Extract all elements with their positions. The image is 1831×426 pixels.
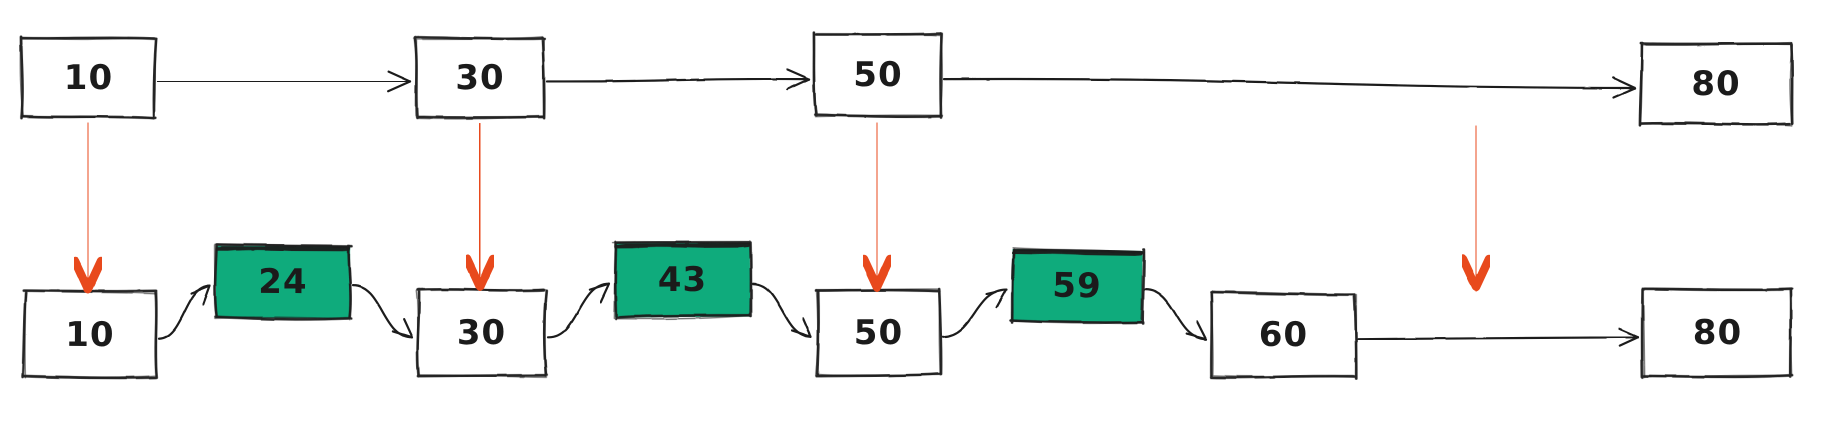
down-arrow-t1-to-b1: [70, 122, 106, 294]
forward-arrow-t2-to-t3: [545, 68, 811, 91]
down-arrow-t3-to-b3: [859, 122, 895, 292]
node-b7-60[interactable]: [1212, 293, 1355, 377]
forward-arrow-b1-to-b2: [157, 284, 212, 340]
node-box-highlighted: [612, 240, 753, 320]
node-box-highlighted: [1009, 247, 1146, 325]
forward-arrow-t1-to-t2: [156, 70, 412, 93]
node-t3-50[interactable]: [815, 34, 941, 116]
node-b3-30[interactable]: [418, 290, 545, 376]
forward-link-arrows: [156, 68, 1640, 347]
node-shapes: [19, 31, 1794, 380]
forward-arrow-b3-to-b4: [546, 282, 611, 339]
forward-arrow-b4-to-b5: [751, 282, 813, 338]
node-box-highlighted: [213, 243, 353, 321]
down-link-arrows: [70, 122, 1494, 294]
node-box: [19, 35, 158, 120]
node-box: [1640, 287, 1794, 379]
node-box: [1638, 41, 1794, 127]
down-arrow-t4-to-b4: [1458, 125, 1494, 292]
node-box: [1209, 290, 1358, 380]
node-b1-10[interactable]: [24, 292, 156, 377]
node-b2-24[interactable]: [216, 246, 350, 318]
node-t2-30[interactable]: [416, 38, 544, 117]
node-b8-80[interactable]: [1644, 290, 1791, 376]
node-t1-10[interactable]: [22, 38, 155, 117]
node-box: [812, 31, 944, 119]
forward-arrow-b7-to-b8: [1356, 328, 1640, 347]
node-b5-50[interactable]: [817, 290, 940, 375]
down-arrow-t2-to-b2: [462, 122, 498, 292]
forward-arrow-b6-to-b7: [1143, 288, 1208, 341]
forward-arrow-t3-to-t4: [942, 76, 1637, 99]
forward-arrow-b5-to-b6: [941, 288, 1008, 338]
node-b4-43[interactable]: [615, 243, 750, 317]
forward-arrow-b2-to-b3: [351, 284, 414, 339]
node-t4-80[interactable]: [1641, 44, 1791, 124]
node-box: [413, 36, 546, 120]
node-b6-59[interactable]: [1012, 250, 1142, 322]
